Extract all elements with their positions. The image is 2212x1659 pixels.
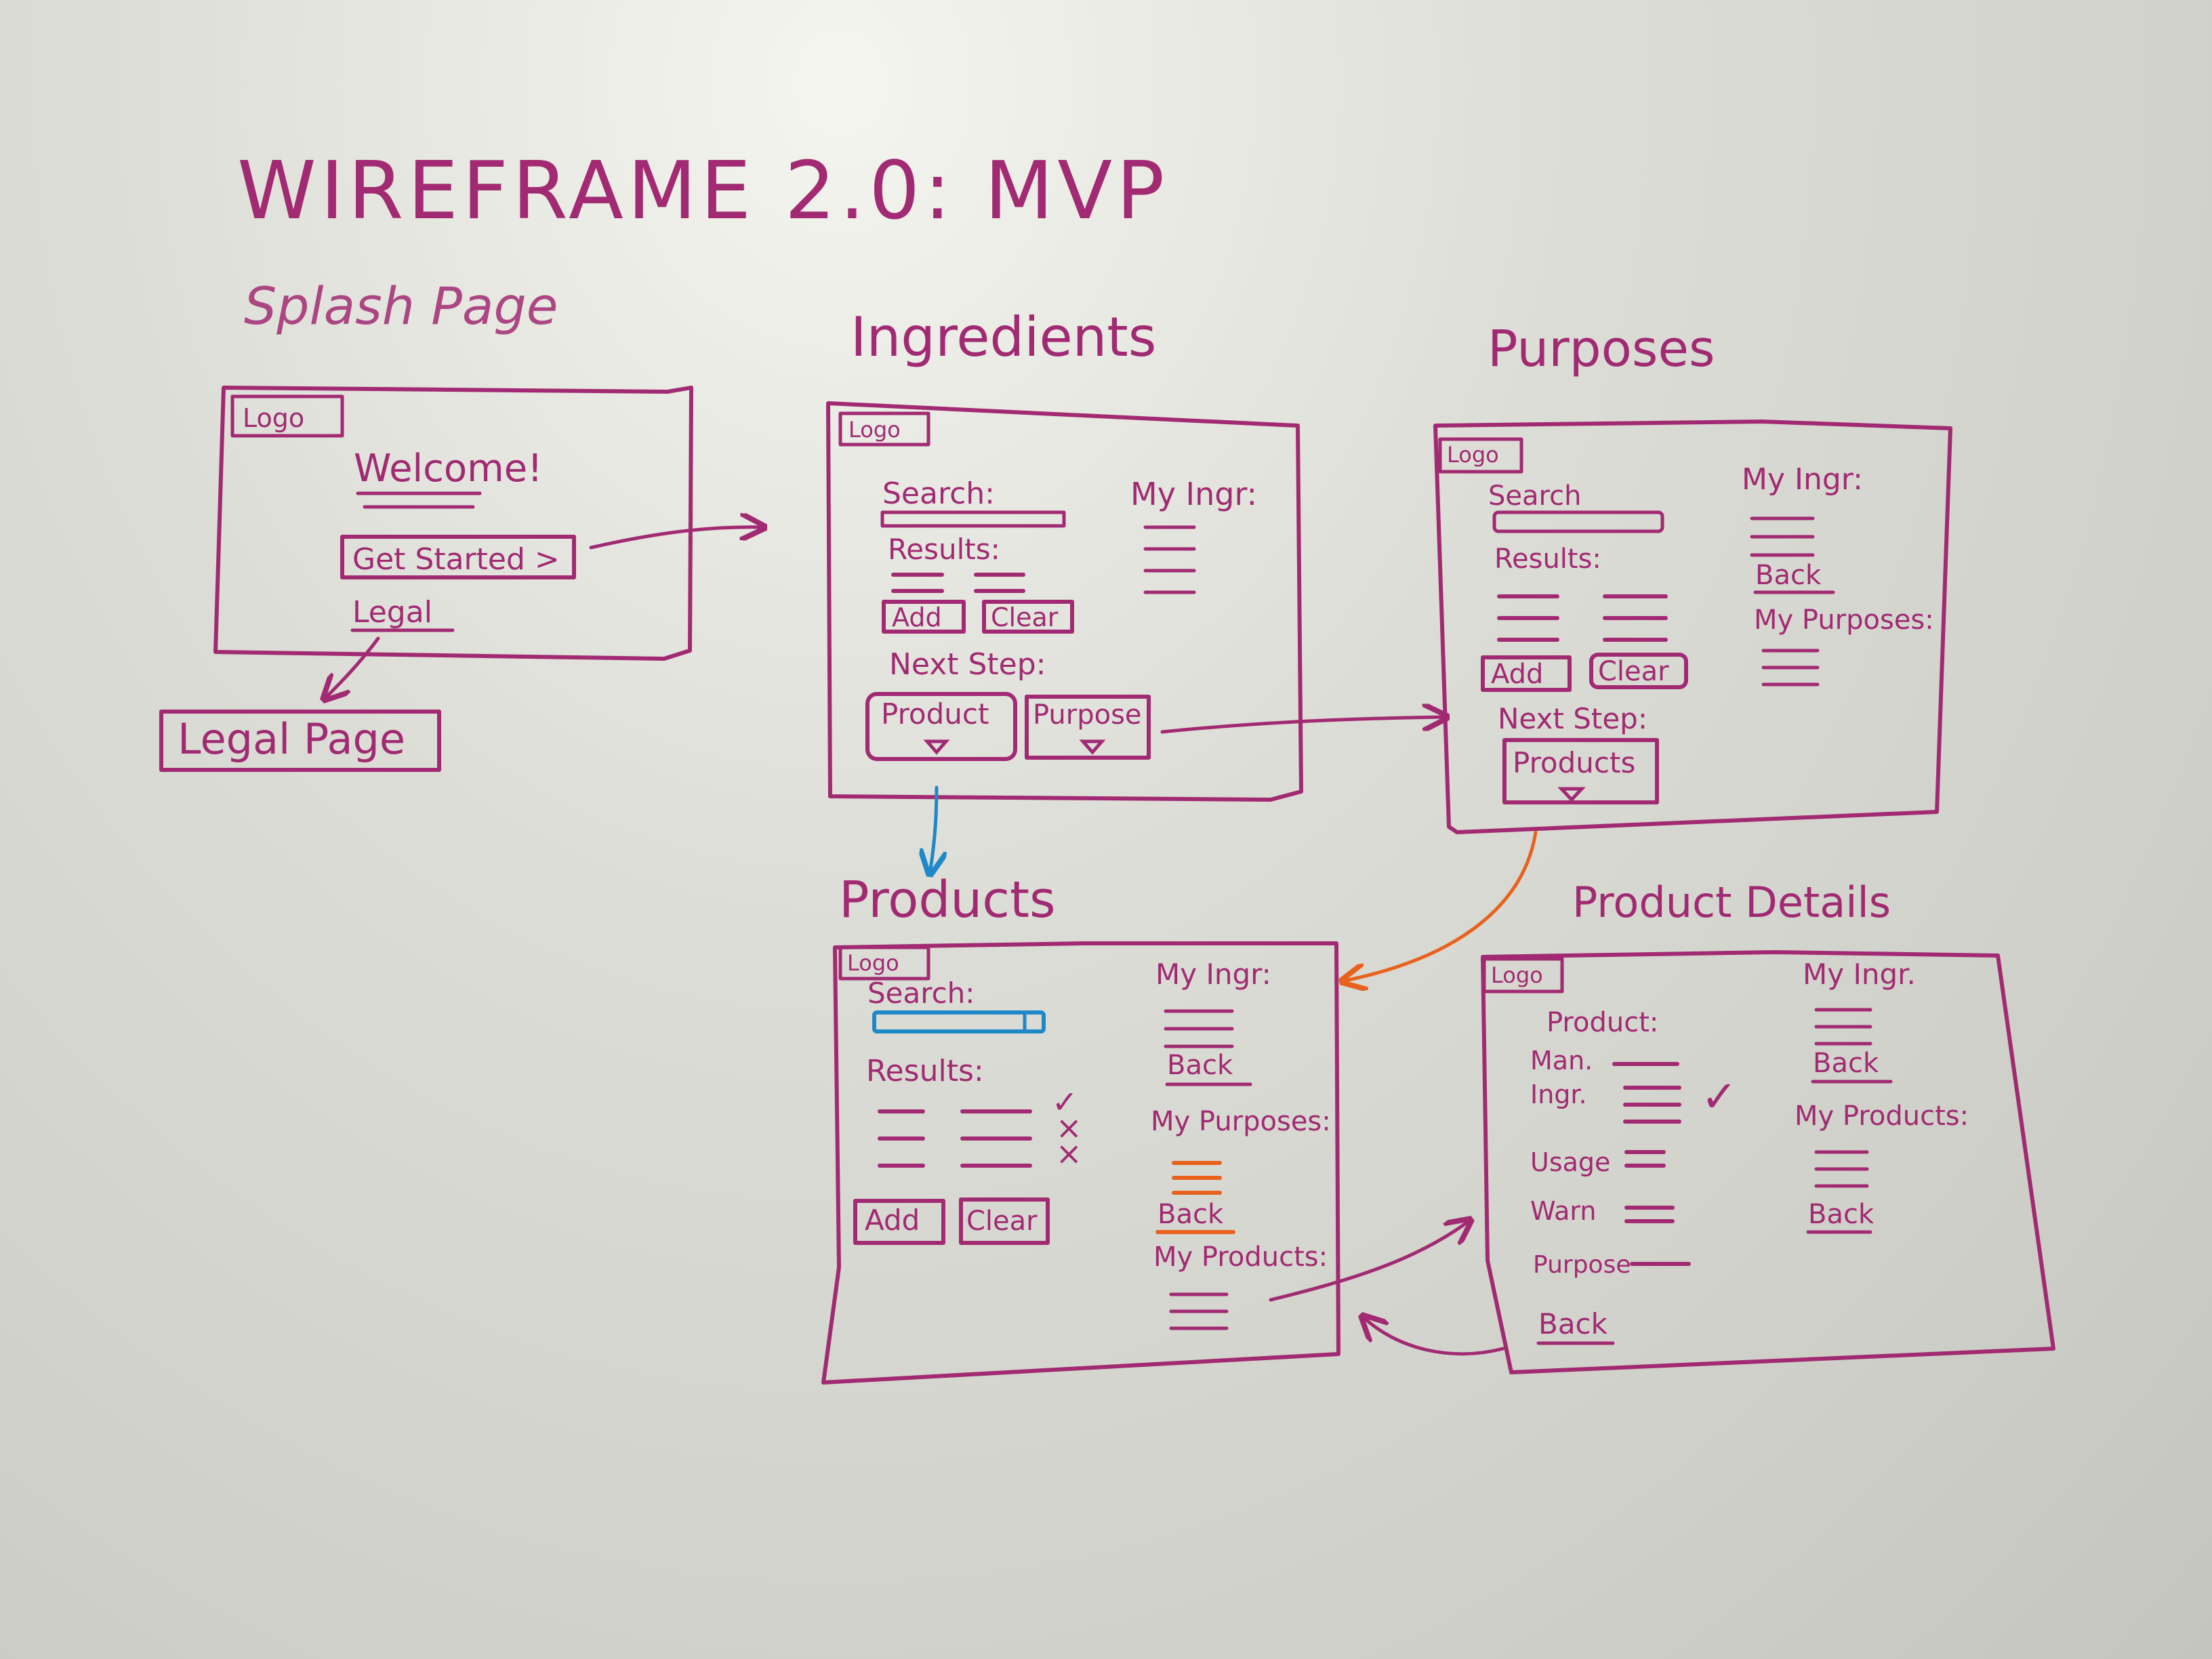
purposes-my-ingr-label: My Ingr: [1742, 462, 1863, 497]
product-details-ingr-label: Ingr. [1530, 1080, 1587, 1109]
product-details-heading: Product Details [1572, 878, 1891, 927]
product-details-logo: Logo [1491, 962, 1543, 988]
products-back-link-1[interactable]: Back [1167, 1050, 1233, 1081]
products-my-ingr-label: My Ingr: [1155, 958, 1271, 991]
ingredients-add-button[interactable]: Add [892, 602, 942, 632]
legal-page-box: Legal Page [159, 710, 441, 772]
product-details-man-label: Man. [1530, 1046, 1593, 1076]
splash-welcome: Welcome! [354, 447, 543, 491]
ingredients-heading: Ingredients [851, 306, 1156, 369]
product-details-my-ingr-label: My Ingr. [1803, 958, 1916, 991]
ingredients-product-button[interactable]: Product [881, 697, 989, 731]
product-details-warn-label: Warn [1530, 1196, 1596, 1226]
purposes-products-button[interactable]: Products [1513, 746, 1635, 779]
products-my-purposes-label: My Purposes: [1151, 1106, 1331, 1137]
ingredients-next-step-label: Next Step: [889, 647, 1046, 682]
splash-logo: Logo [243, 403, 304, 433]
product-details-my-products-label: My Products: [1795, 1101, 1969, 1132]
board-title: WIREFRAME 2.0: MVP [237, 144, 1168, 237]
products-wireframe: Logo Search: Results: ✓ × × Add Clear My… [821, 941, 1340, 1385]
products-search-label: Search: [867, 977, 975, 1010]
splash-legal-link[interactable]: Legal [352, 595, 432, 630]
ingredients-results-label: Results: [888, 533, 1000, 566]
legal-page-label: Legal Page [178, 714, 405, 764]
purposes-add-button[interactable]: Add [1491, 659, 1543, 690]
ingredients-search-label: Search: [882, 476, 995, 511]
arrow-get-started-to-ingredients [589, 527, 764, 550]
products-check-mark: ✓ [1052, 1084, 1078, 1120]
arrow-purpose-to-purposes [1160, 717, 1447, 734]
purposes-search-label: Search [1488, 480, 1581, 512]
products-x-mark-1: × [1056, 1109, 1082, 1146]
purposes-next-step-label: Next Step: [1498, 702, 1647, 735]
arrow-details-back-to-products [1362, 1316, 1505, 1356]
arrow-product-to-products [930, 785, 937, 874]
purposes-results-label: Results: [1494, 544, 1601, 575]
product-details-check-mark: ✓ [1701, 1072, 1738, 1122]
splash-get-started-button[interactable]: Get Started > [352, 542, 560, 577]
purposes-heading: Purposes [1488, 320, 1715, 378]
ingredients-my-ingr-label: My Ingr: [1130, 476, 1257, 512]
product-details-wireframe: Logo Product: Man. Ingr. ✓ Usage Warn Pu… [1481, 950, 2055, 1374]
ingredients-wireframe: Logo Search: Results: Add Clear Next Ste… [826, 401, 1303, 802]
products-results-label: Results: [866, 1054, 984, 1088]
product-details-product-label: Product: [1547, 1007, 1658, 1038]
products-back-link-2[interactable]: Back [1158, 1199, 1224, 1230]
purposes-wireframe: Logo Search Results: Add Clear Next Step… [1433, 419, 1952, 834]
products-my-products-label: My Products: [1153, 1242, 1328, 1273]
product-details-purpose-label: Purpose [1533, 1251, 1631, 1279]
purposes-logo: Logo [1447, 442, 1499, 468]
product-details-back-link-1[interactable]: Back [1813, 1048, 1879, 1079]
product-details-back-link[interactable]: Back [1538, 1307, 1608, 1340]
products-heading: Products [839, 871, 1056, 929]
arrow-my-products-to-details [1269, 1220, 1471, 1302]
ingredients-clear-button[interactable]: Clear [991, 602, 1059, 632]
purposes-my-purposes-label: My Purposes: [1754, 605, 1934, 636]
purposes-clear-button[interactable]: Clear [1598, 656, 1669, 687]
products-x-mark-2: × [1056, 1135, 1082, 1172]
splash-page-wireframe: Logo Welcome! Get Started > Legal [213, 386, 693, 661]
product-details-back-link-2[interactable]: Back [1808, 1199, 1875, 1230]
products-logo: Logo [847, 950, 899, 976]
product-details-usage-label: Usage [1530, 1147, 1610, 1177]
splash-heading: Splash Page [244, 276, 558, 336]
purposes-back-link[interactable]: Back [1755, 560, 1822, 591]
arrow-legal-to-legal-page [324, 636, 380, 699]
products-add-button[interactable]: Add [865, 1204, 920, 1237]
ingredients-logo: Logo [848, 417, 901, 443]
products-clear-button[interactable]: Clear [966, 1206, 1038, 1237]
arrow-purposes-to-products [1342, 830, 1538, 981]
ingredients-purpose-button[interactable]: Purpose [1033, 699, 1142, 731]
